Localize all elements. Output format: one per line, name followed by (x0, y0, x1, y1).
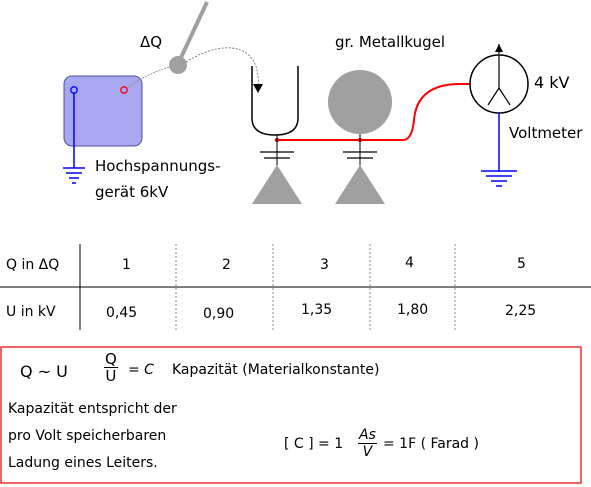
proportionality-relation: Q ~ U (20, 362, 68, 381)
faraday-cup (251, 66, 299, 136)
table-cell: 1 (122, 257, 131, 273)
table-row-header-charge: Q in ΔQ (6, 257, 60, 273)
description-line2: pro Volt speicherbaren (8, 428, 167, 444)
table-cell: 2 (222, 257, 231, 273)
voltmeter-label: Voltmeter (509, 124, 583, 142)
unit-denominator: V (362, 444, 373, 460)
metal-sphere (328, 70, 392, 134)
table-cell: 3 (320, 257, 329, 273)
fraction-denominator: U (105, 367, 117, 385)
fraction-numerator: Q (104, 350, 118, 368)
table-cell: 0,45 (106, 305, 138, 321)
probe-rod (176, 1, 209, 65)
summary-box (0, 346, 582, 484)
table-row-header-voltage: U in kV (6, 304, 56, 320)
table-cell: 2,25 (505, 303, 537, 319)
delta-q-label: ΔQ (140, 33, 163, 51)
unit-formula-suffix: = 1F ( Farad ) (383, 436, 479, 452)
generator-label-line1: Hochspannungs- (95, 157, 221, 175)
unit-formula-prefix: [ C ] = 1 (284, 436, 344, 452)
equals-c: = C (128, 362, 154, 378)
generator-ground-icon (63, 167, 85, 184)
data-table-grid (0, 244, 591, 330)
arrow-head-icon (253, 84, 263, 93)
generator-terminal-positive (120, 86, 128, 94)
charge-transfer-arrow (185, 47, 259, 89)
table-cell: 5 (517, 256, 526, 272)
table-cell: 0,90 (203, 306, 235, 322)
table-cell: 4 (405, 255, 414, 271)
table-cell: 1,80 (397, 302, 429, 318)
probe-charge-line (126, 66, 171, 89)
probe-ball (169, 56, 187, 74)
unit-numerator: As (358, 427, 377, 444)
capacity-label: Kapazität (Materialkonstante) (172, 362, 380, 378)
generator-label-line2: gerät 6kV (95, 183, 169, 201)
voltage-reading: 4 kV (534, 73, 570, 92)
description-line3: Ladung eines Leiters. (8, 455, 158, 471)
sphere-stand (335, 134, 385, 204)
table-cell: 1,35 (301, 302, 333, 318)
voltmeter-ground-icon (481, 170, 517, 187)
description-line1: Kapazität entspricht der (8, 401, 177, 417)
high-voltage-generator (63, 75, 143, 147)
connection-wire (277, 83, 470, 141)
unit-fraction: As V (358, 428, 377, 460)
charge-voltage-fraction: Q U (104, 352, 118, 384)
voltmeter-icon (469, 44, 529, 114)
sphere-label: gr. Metallkugel (335, 33, 446, 51)
cup-stand (252, 135, 302, 204)
